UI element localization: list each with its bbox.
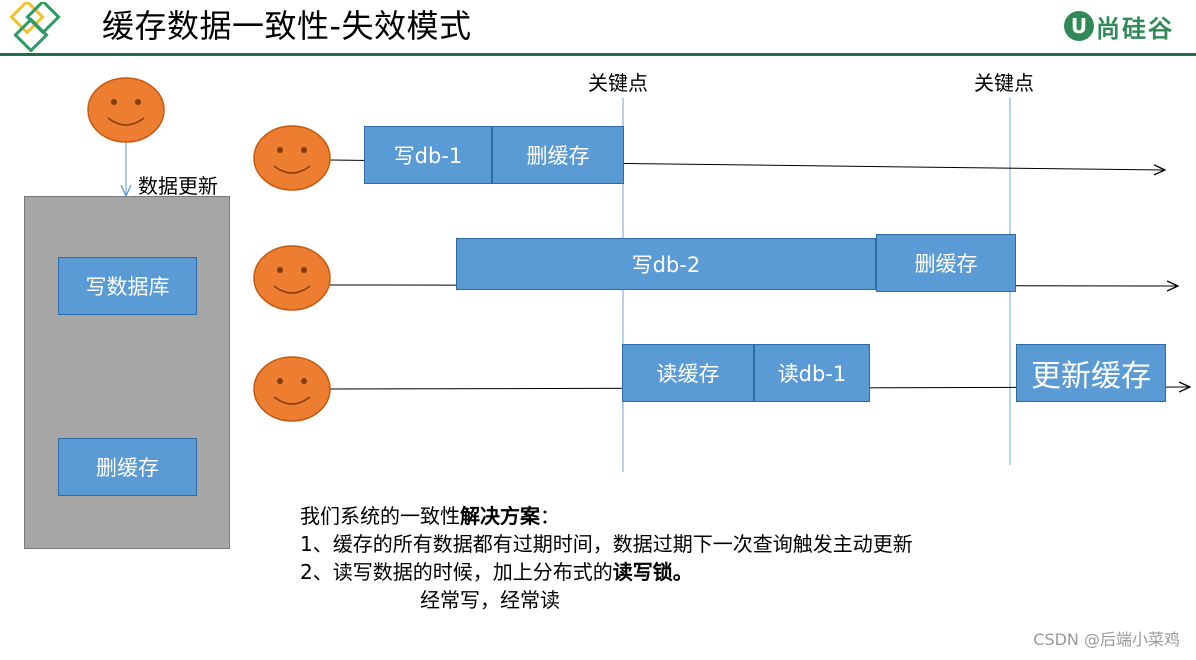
diamond-logo-icon <box>9 2 61 52</box>
solution-item-2: 2、读写数据的时候，加上分布式的读写锁。 <box>300 560 693 584</box>
smiley-face-icon <box>87 77 165 143</box>
solution-note: 经常写，经常读 <box>420 588 560 612</box>
delete-cache-row2-box: 删缓存 <box>876 234 1016 292</box>
delete-cache-row1-box: 删缓存 <box>492 126 624 184</box>
brand-logo: U 尚硅谷 <box>1064 6 1174 46</box>
read-cache-box: 读缓存 <box>622 344 754 402</box>
solution-heading: 我们系统的一致性解决方案： <box>300 504 560 528</box>
data-update-label: 数据更新 <box>138 174 218 198</box>
db-panel: 写数据库 删缓存 <box>24 196 230 549</box>
smiley-face-icon <box>253 356 331 422</box>
write-db-1-box: 写db-1 <box>364 126 492 184</box>
read-db-1-box: 读db-1 <box>754 344 870 402</box>
write-database-box: 写数据库 <box>58 257 197 315</box>
solution-text: 我们系统的一致性解决方案： 1、缓存的所有数据都有过期时间，数据过期下一次查询触… <box>300 502 913 614</box>
page-title: 缓存数据一致性-失效模式 <box>102 7 472 45</box>
watermark: CSDN @后端小菜鸡 <box>1033 630 1180 649</box>
key-point-label-2: 关键点 <box>974 71 1034 95</box>
header-divider <box>0 53 1196 56</box>
brand-mark-icon: U <box>1064 11 1094 41</box>
smiley-face-icon <box>253 245 331 311</box>
brand-name: 尚硅谷 <box>1096 14 1174 43</box>
solution-item-1: 1、缓存的所有数据都有过期时间，数据过期下一次查询触发主动更新 <box>300 532 913 556</box>
smiley-face-icon <box>253 125 331 191</box>
slide-header: 缓存数据一致性-失效模式 U 尚硅谷 <box>0 0 1196 56</box>
write-db-2-box: 写db-2 <box>456 238 876 290</box>
delete-cache-box: 删缓存 <box>58 438 197 496</box>
update-cache-box: 更新缓存 <box>1016 344 1166 402</box>
key-point-label-1: 关键点 <box>588 71 648 95</box>
